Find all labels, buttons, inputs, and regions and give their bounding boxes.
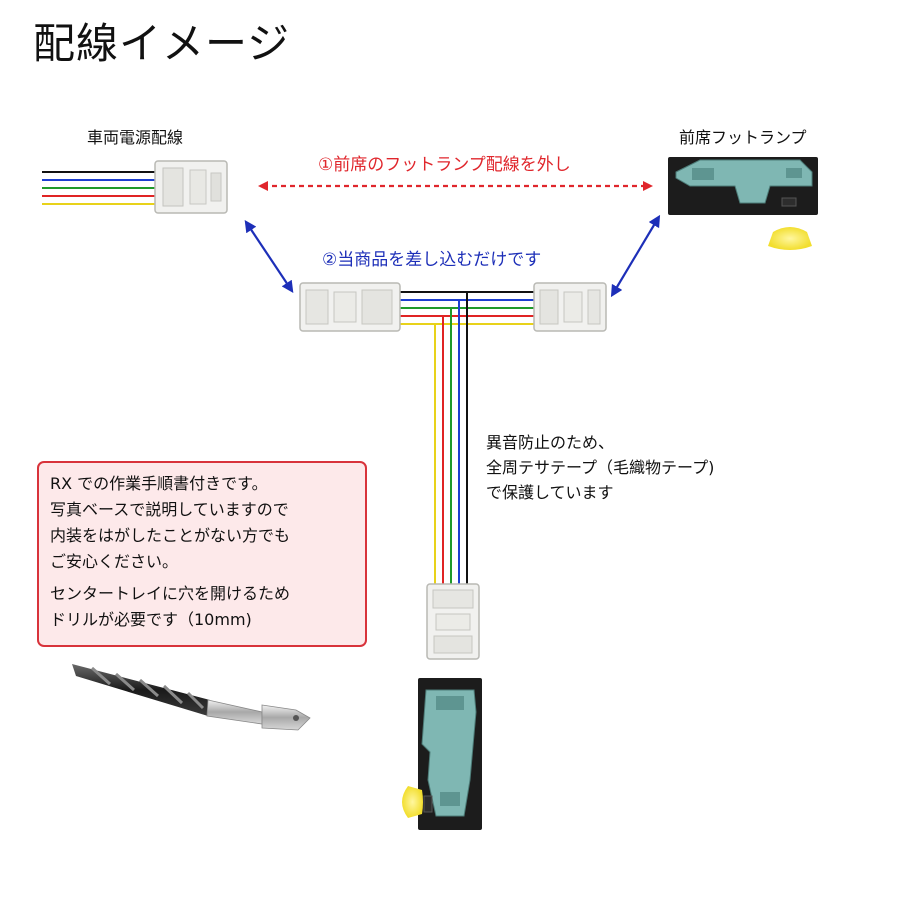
- front-foot-lamp-label: 前席フットランプ: [679, 128, 807, 147]
- front-foot-lamp: [668, 157, 818, 215]
- light-glow-icon: [768, 227, 812, 250]
- info-line: ご安心ください。: [50, 552, 179, 571]
- info-line: ドリルが必要です（10mm): [50, 610, 252, 629]
- step2-arrow-left: [244, 220, 294, 293]
- info-box: RX での作業手順書付きです。 写真ベースで説明していますので 内装をはがしたこ…: [37, 461, 367, 647]
- info-line: RX での作業手順書付きです。: [50, 474, 268, 493]
- protection-note: 異音防止のため、 全周テサテープ（毛織物テープ) で保護しています: [486, 430, 714, 505]
- protection-note-line: 全周テサテープ（毛織物テープ): [486, 458, 715, 477]
- light-glow-icon: [402, 786, 423, 818]
- step2-instruction: ②当商品を差し込むだけです: [322, 250, 542, 270]
- protection-note-line: 異音防止のため、: [486, 433, 615, 452]
- harness-vertical-wires: [434, 292, 468, 590]
- vehicle-connector: [154, 160, 228, 214]
- harness-connector-bottom: [426, 583, 480, 660]
- info-line: 内装をはがしたことがない方でも: [50, 526, 291, 545]
- vehicle-power-wiring-label: 車両電源配線: [87, 128, 184, 147]
- info-line: 写真ベースで説明していますので: [50, 500, 289, 519]
- drill-bit-icon: [72, 664, 311, 731]
- protection-note-line: で保護しています: [486, 483, 614, 502]
- harness-horizontal-wires: [398, 291, 542, 325]
- harness-connector-right: [533, 282, 607, 332]
- harness-connector-left: [299, 282, 401, 332]
- info-line: センタートレイに穴を開けるため: [50, 584, 291, 603]
- step1-instruction: ①前席のフットランプ配線を外し: [318, 155, 571, 175]
- foot-lamp-bottom: [418, 678, 482, 830]
- step2-arrow-right: [610, 214, 661, 298]
- vehicle-wire-stubs: [42, 171, 160, 205]
- page-title: 配線イメージ: [33, 19, 291, 68]
